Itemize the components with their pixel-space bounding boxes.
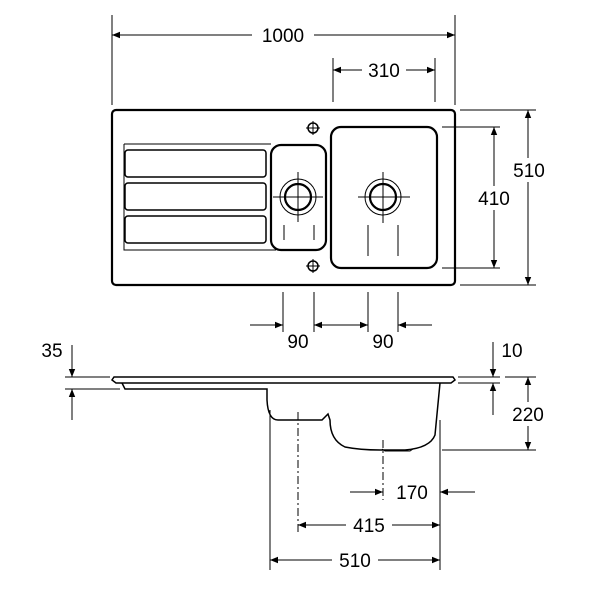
dim-total-depth: 510 bbox=[513, 161, 545, 182]
dim-main-bowl-offset: 310 bbox=[368, 61, 400, 82]
dim-drain-spacing-left: 90 bbox=[287, 332, 308, 353]
dim-lip: 10 bbox=[501, 341, 522, 362]
dim-small-drain-to-edge: 415 bbox=[353, 516, 385, 537]
small-drain-icon bbox=[273, 172, 323, 240]
dim-drain-to-edge: 170 bbox=[396, 483, 428, 504]
main-bowl bbox=[329, 125, 439, 270]
tap-hole-icon bbox=[306, 121, 320, 273]
dim-rim-thickness: 35 bbox=[41, 341, 62, 362]
small-bowl bbox=[269, 143, 328, 252]
sink-outline bbox=[110, 108, 457, 287]
top-view: 1000 310 510 410 90 90 bbox=[110, 15, 551, 353]
dim-bowl-depth: 410 bbox=[478, 189, 510, 210]
dim-bowls-width: 510 bbox=[339, 551, 371, 572]
rim-profile bbox=[110, 376, 457, 384]
dim-total-width: 1000 bbox=[262, 26, 304, 47]
side-view: 35 10 220 170 415 510 bbox=[41, 341, 551, 572]
dim-drain-spacing-right: 90 bbox=[372, 332, 393, 353]
drainer bbox=[123, 143, 276, 251]
dim-bowl-height: 220 bbox=[512, 405, 544, 426]
main-drain-icon bbox=[358, 172, 410, 256]
bowl-profile bbox=[121, 382, 441, 451]
